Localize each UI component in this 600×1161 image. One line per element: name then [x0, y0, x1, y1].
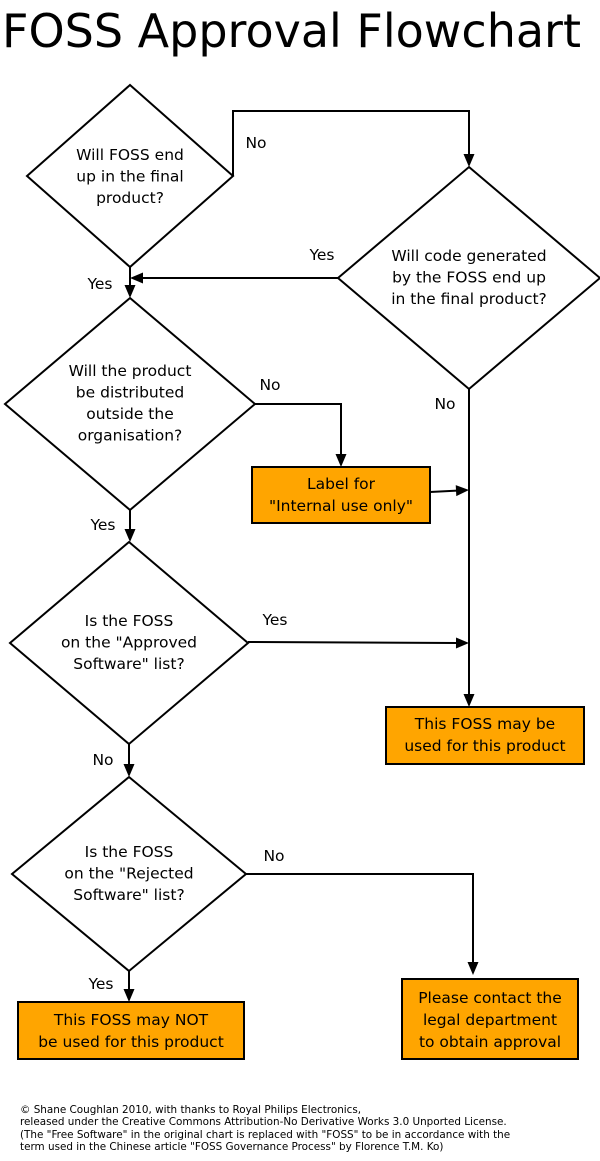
arrowhead-d3-label — [335, 454, 347, 467]
node-may: This FOSS may be used for this product — [385, 706, 585, 765]
edge-label-d1-d3: Yes — [86, 275, 112, 293]
decision-diamond — [10, 775, 248, 973]
node-text-line: to obtain approval — [419, 1033, 561, 1051]
arrowhead-d4-may — [455, 637, 469, 649]
node-text-line: legal department — [423, 1011, 557, 1029]
node-contact: Please contact the legal department to obt… — [401, 978, 579, 1060]
arrowhead-d5-maynot — [123, 989, 135, 1002]
arrowhead-d3-d4 — [124, 529, 136, 542]
arrowhead-label-may — [455, 485, 469, 497]
page-title: FOSS Approval Flowchart — [2, 4, 581, 58]
edge-d4-may — [247, 641, 458, 644]
arrowhead-d1-d2 — [463, 154, 475, 167]
edge-label-may — [429, 489, 458, 493]
node-text-line: Is the FOSS — [85, 612, 174, 630]
node-text-line: up in the final — [76, 168, 183, 186]
edge-layer — [123, 110, 479, 1002]
node-text-line: organisation? — [78, 427, 183, 445]
arrowhead-d1-d3 — [124, 285, 136, 298]
credit-line: term used in the Chinese article "FOSS G… — [20, 1141, 444, 1154]
node-text-line: be used for this product — [38, 1033, 224, 1051]
node-text-line: product? — [96, 189, 164, 207]
edge-label-d2-d3: Yes — [308, 246, 334, 264]
credit-line: © Shane Coughlan 2010, with thanks to Ro… — [20, 1104, 362, 1116]
credit-line: released under the Creative Commons Attr… — [20, 1116, 507, 1129]
node-maynot: This FOSS may NOT be used for this produc… — [17, 1001, 245, 1060]
node-text-line: Software" list? — [73, 886, 184, 904]
node-text-line: Label for — [307, 475, 376, 493]
edge-d5-contact — [246, 873, 474, 963]
node-text-line: This FOSS may NOT — [53, 1011, 209, 1029]
node-text-line: Will the product — [69, 362, 192, 380]
node-d3: Will the product be distributed outside th… — [3, 296, 257, 512]
decision-diamond — [3, 296, 257, 512]
node-text-line: on the "Approved — [61, 634, 197, 652]
node-d2: Will code generated by the FOSS end up in … — [336, 165, 600, 391]
node-text-line: be distributed — [76, 384, 184, 402]
arrowhead-d4-d5 — [123, 764, 135, 777]
edge-label-d1-d2: No — [245, 134, 266, 152]
node-text-line: in the final product? — [391, 290, 547, 308]
result-box — [385, 706, 585, 765]
result-box — [401, 978, 579, 1060]
credit-line: (The "Free Software" in the original cha… — [20, 1128, 511, 1141]
node-text-line: Is the FOSS — [85, 843, 174, 861]
node-text-line: outside the — [86, 405, 174, 423]
arrowhead-d5-contact — [467, 962, 479, 975]
node-text-line: Software" list? — [73, 655, 184, 673]
arrowhead-d2-may — [463, 694, 475, 707]
node-text-line: used for this product — [404, 737, 565, 755]
node-text-line: Will code generated — [391, 247, 546, 265]
node-text-line: Please contact the — [418, 989, 562, 1007]
edge-d1-d2 — [232, 110, 470, 176]
node-text-line: This FOSS may be — [414, 715, 555, 733]
edge-label-d4-d5: No — [92, 751, 113, 769]
decision-diamond — [25, 83, 235, 269]
edge-label-d5-maynot: Yes — [87, 975, 113, 993]
edge-label-d4-may: Yes — [261, 611, 287, 629]
edge-label-d3-d4: Yes — [89, 516, 115, 534]
edge-label-d2-may: No — [434, 395, 455, 413]
node-d1: Will FOSS end up in the final product? — [25, 83, 235, 269]
copyright-notice: © Shane Coughlan 2010, with thanks to Ro… — [20, 1104, 590, 1154]
node-text-line: on the "Rejected — [64, 865, 193, 883]
arrowhead-d2-d3 — [130, 272, 143, 284]
node-text-line: by the FOSS end up — [392, 269, 546, 287]
node-text-line: "Internal use only" — [269, 497, 413, 515]
edge-label-d3-label: No — [259, 376, 280, 394]
decision-diamond — [8, 540, 250, 746]
result-box — [251, 466, 431, 524]
edge-d3-label — [255, 403, 342, 455]
edge-label-d5-contact: No — [263, 847, 284, 865]
node-text-line: Will FOSS end — [76, 146, 184, 164]
node-label: Label for "Internal use only" — [251, 466, 431, 524]
result-box — [17, 1001, 245, 1060]
decision-diamond — [336, 165, 600, 391]
